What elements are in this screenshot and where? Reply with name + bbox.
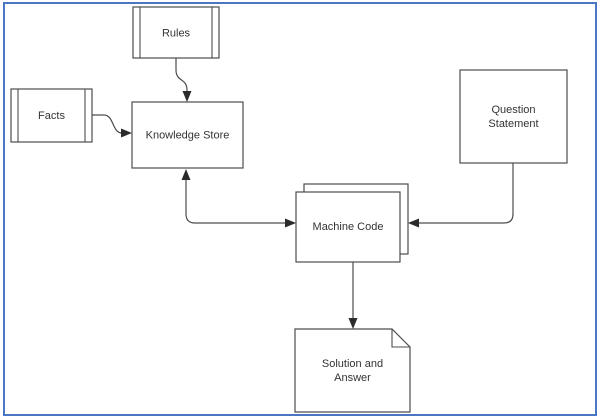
node-facts[interactable]: Facts bbox=[10, 88, 93, 143]
node-solution-and-answer[interactable]: Solution and Answer bbox=[294, 328, 411, 413]
node-solution-and-answer-label-line2: Answer bbox=[334, 372, 371, 384]
node-machine-code-label: Machine Code bbox=[313, 221, 384, 233]
edge-question-statement-to-machine-code bbox=[408, 163, 514, 228]
edge-rules-to-knowledge-store bbox=[175, 58, 192, 102]
node-solution-and-answer-label-line1: Solution and bbox=[322, 358, 383, 370]
node-knowledge-store-label: Knowledge Store bbox=[146, 129, 230, 141]
node-question-statement-label-line1: Question bbox=[491, 104, 535, 116]
edge-facts-to-knowledge-store bbox=[92, 114, 132, 138]
node-question-statement[interactable]: Question Statement bbox=[459, 69, 568, 164]
node-question-statement-label-line2: Statement bbox=[488, 118, 538, 130]
node-facts-label: Facts bbox=[38, 110, 65, 122]
node-knowledge-store[interactable]: Knowledge Store bbox=[131, 101, 244, 169]
node-rules[interactable]: Rules bbox=[132, 6, 220, 59]
node-rules-label: Rules bbox=[162, 27, 191, 39]
edge-machine-code-to-solution bbox=[348, 262, 358, 329]
node-machine-code[interactable]: Machine Code bbox=[295, 183, 409, 263]
edge-knowledge-store-to-machine-code bbox=[181, 169, 296, 228]
